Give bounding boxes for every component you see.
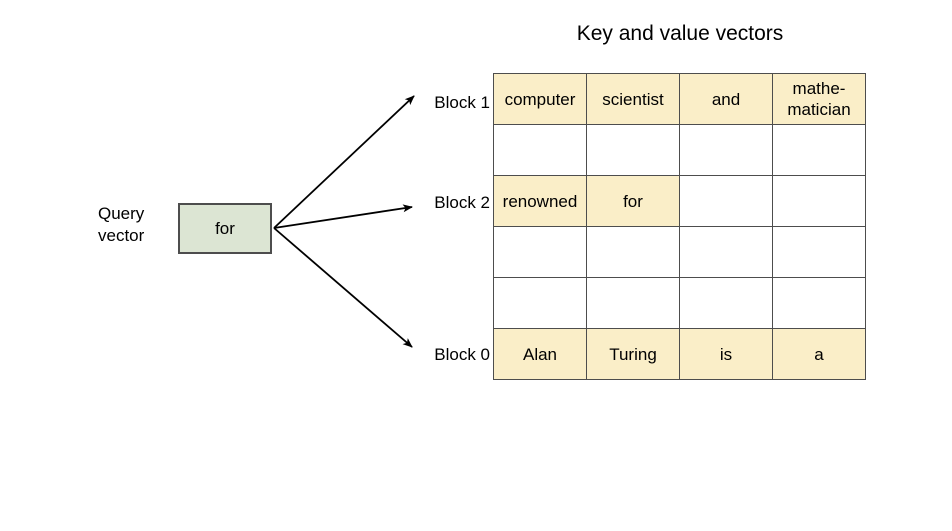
table-row <box>493 226 866 278</box>
block-label-2: Block 2 <box>434 193 490 212</box>
table-cell[interactable] <box>679 226 773 278</box>
table-cell[interactable] <box>772 124 866 176</box>
table-cell[interactable] <box>679 175 773 227</box>
table-cell[interactable]: renowned <box>493 175 587 227</box>
query-vector-box[interactable]: for <box>178 203 272 254</box>
table-cell[interactable] <box>493 226 587 278</box>
table-cell[interactable]: mathe-matician <box>772 73 866 125</box>
table-cell[interactable]: Turing <box>586 328 680 380</box>
table-cell[interactable] <box>772 226 866 278</box>
block-label-0: Block 0 <box>434 345 490 364</box>
table-cell[interactable]: for <box>586 175 680 227</box>
table-cell[interactable] <box>679 124 773 176</box>
table-cell[interactable] <box>493 124 587 176</box>
arrow-to-block-0 <box>273 227 413 348</box>
query-vector-value: for <box>215 218 235 238</box>
table-cell[interactable]: a <box>772 328 866 380</box>
table-cell[interactable] <box>493 277 587 329</box>
arrow-to-block-1 <box>273 95 415 229</box>
arrow-to-block-2 <box>273 204 413 229</box>
table-cell[interactable]: Alan <box>493 328 587 380</box>
table-cell[interactable]: is <box>679 328 773 380</box>
table-cell[interactable] <box>586 277 680 329</box>
query-vector-label: Query vector <box>98 203 174 247</box>
table-cell[interactable]: computer <box>493 73 587 125</box>
table-row <box>493 124 866 176</box>
page-title: Key and value vectors <box>576 22 784 45</box>
query-vector-label-line2: vector <box>98 226 145 245</box>
query-vector-label-line1: Query <box>98 204 145 223</box>
table-cell[interactable] <box>586 124 680 176</box>
table-cell[interactable]: and <box>679 73 773 125</box>
table-cell[interactable] <box>586 226 680 278</box>
table-cell[interactable]: scientist <box>586 73 680 125</box>
table-row <box>493 277 866 329</box>
block-label-1: Block 1 <box>434 93 490 112</box>
table-cell[interactable] <box>772 175 866 227</box>
table-cell[interactable] <box>679 277 773 329</box>
table-cell[interactable] <box>772 277 866 329</box>
